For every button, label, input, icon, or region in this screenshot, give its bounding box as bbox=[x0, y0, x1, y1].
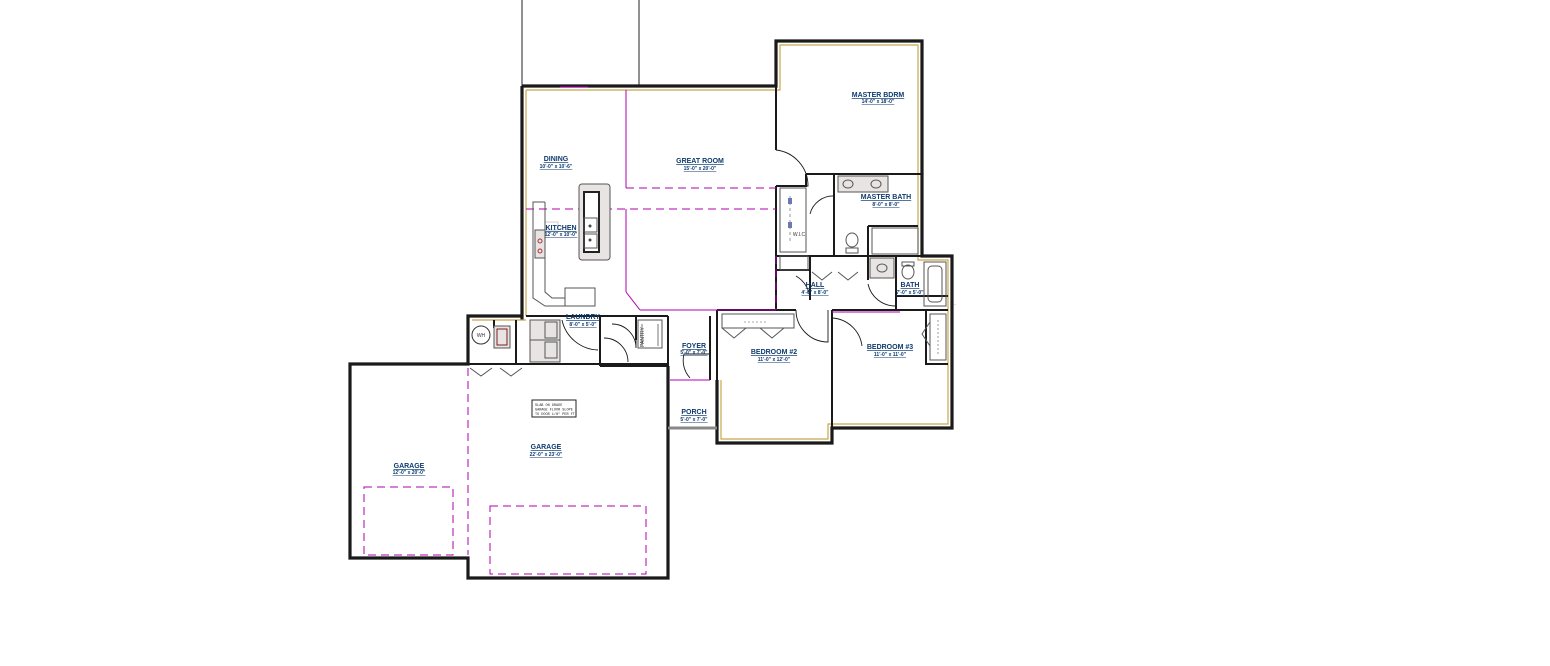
room-name-foyer: FOYER bbox=[682, 343, 706, 350]
room-name-kitchen: KITCHEN bbox=[545, 225, 576, 232]
room-name-garage-main: GARAGE bbox=[531, 444, 562, 451]
room-name-great-room: GREAT ROOM bbox=[676, 158, 724, 165]
room-dim-dining: 10'-0" x 10'-6" bbox=[540, 164, 573, 170]
bath-fixtures bbox=[779, 255, 947, 307]
room-name-master-bdrm: MASTER BDRM bbox=[852, 92, 905, 99]
soffit-lines bbox=[363, 86, 900, 575]
laundry-fixtures: WH bbox=[469, 319, 663, 377]
room-dim-kitchen: 12'-0" x 10'-0" bbox=[545, 232, 578, 238]
door-swings bbox=[561, 149, 897, 379]
pantry-label: PANTRY bbox=[640, 326, 646, 346]
note-line-3: TO DOOR 1/8" PER FT bbox=[535, 412, 575, 417]
exterior-walls bbox=[348, 39, 954, 580]
room-name-porch: PORCH bbox=[681, 409, 706, 416]
room-dim-garage-main: 22'-0" x 23'-0" bbox=[530, 452, 563, 458]
room-name-dining: DINING bbox=[544, 156, 569, 163]
room-name-master-bath: MASTER BATH bbox=[861, 194, 911, 201]
closet-label: W.I.C bbox=[793, 232, 806, 238]
room-name-bedroom-3: BEDROOM #3 bbox=[867, 344, 913, 351]
room-dim-foyer: 5'-0" x 7'-0" bbox=[680, 350, 708, 356]
room-name-hall: HALL bbox=[806, 282, 825, 289]
room-dim-master-bath: 8'-0" x 8'-0" bbox=[872, 202, 900, 208]
water-heater-label: WH bbox=[477, 333, 486, 339]
note-line-2: GARAGE FLOOR SLOPE bbox=[535, 409, 573, 413]
kitchen-cabinets bbox=[532, 183, 611, 307]
room-dim-bath: 7'-0" x 5'-0" bbox=[896, 290, 924, 296]
garage-note: SLAB ON GRADE GARAGE FLOOR SLOPE TO DOOR… bbox=[531, 399, 577, 418]
edge-marker: · bbox=[954, 302, 956, 308]
bedroom-closets bbox=[721, 313, 947, 361]
note-line-1: SLAB ON GRADE bbox=[535, 404, 562, 408]
room-name-laundry: LAUNDRY bbox=[566, 314, 600, 321]
master-bath-fixtures: W.I.C bbox=[779, 175, 919, 255]
room-dim-hall: 4'-0" x 8'-0" bbox=[801, 290, 829, 296]
room-dim-great-room: 15'-0" x 20'-0" bbox=[684, 166, 717, 172]
room-name-bath: BATH bbox=[901, 282, 920, 289]
room-dim-master-bdrm: 14'-0" x 18'-0" bbox=[862, 99, 895, 105]
room-dim-bedroom-2: 11'-0" x 12'-0" bbox=[758, 357, 791, 363]
room-dim-bedroom-3: 11'-0" x 11'-0" bbox=[874, 352, 907, 358]
room-name-garage-side: GARAGE bbox=[394, 463, 425, 470]
room-dim-garage-side: 12'-0" x 20'-0" bbox=[393, 470, 426, 476]
room-dim-porch: 5'-0" x 7'-0" bbox=[680, 417, 708, 423]
room-dim-laundry: 8'-0" x 5'-0" bbox=[569, 322, 597, 328]
room-labels: MASTER BDRM 14'-0" x 18'-0" GREAT ROOM 1… bbox=[393, 92, 925, 476]
room-name-bedroom-2: BEDROOM #2 bbox=[751, 349, 797, 356]
